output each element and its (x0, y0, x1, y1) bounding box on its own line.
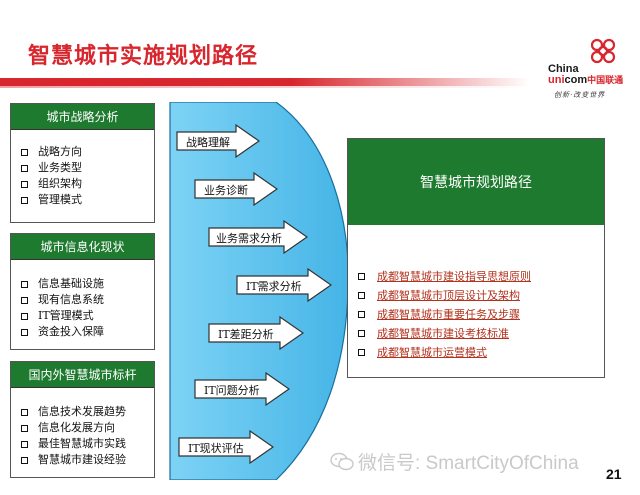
arrow-step-5 (208, 316, 304, 350)
list-item[interactable]: 成都智慧城市顶层设计及架构 (358, 286, 531, 305)
list-item: 组织架构 (21, 176, 154, 192)
list-item-link[interactable]: 成都智慧城市建设考核标准 (377, 327, 509, 340)
list-item: 信息化发展方向 (21, 420, 154, 436)
title-underline (0, 78, 530, 86)
list-item-link[interactable]: 成都智慧城市建设指导思想原则 (377, 270, 531, 283)
step-label: IT现状评估 (188, 442, 244, 455)
step-label: IT问题分析 (204, 384, 260, 397)
china-unicom-logo: China unicom中国联通 创新·改变世界 (548, 36, 638, 99)
arrow-step-2 (194, 172, 278, 206)
logo-text-com: com (564, 74, 588, 86)
panel-list: 战略方向 业务类型 组织架构 管理模式 (11, 130, 154, 208)
checkbox-icon (21, 296, 28, 304)
checkbox-icon (21, 180, 28, 188)
list-item: 信息基础设施 (21, 276, 154, 292)
list-item: 资金投入保障 (21, 324, 154, 340)
panel-list: 信息技术发展趋势 信息化发展方向 最佳智慧城市实践 智慧城市建设经验 (11, 388, 154, 468)
checkbox-icon (21, 424, 28, 432)
panel-list: 信息基础设施 现有信息系统 IT管理模式 资金投入保障 (11, 260, 154, 340)
list-item[interactable]: 成都智慧城市建设考核标准 (358, 324, 531, 343)
step-label: IT需求分析 (246, 280, 302, 293)
list-item-label: 信息基础设施 (38, 277, 104, 290)
list-item: 战略方向 (21, 144, 154, 160)
list-item: 现有信息系统 (21, 292, 154, 308)
list-item-label: 组织架构 (38, 177, 82, 190)
checkbox-icon (358, 349, 365, 356)
checkbox-icon (21, 456, 28, 464)
checkbox-icon (358, 330, 365, 337)
list-item: 最佳智慧城市实践 (21, 436, 154, 452)
list-item-link[interactable]: 成都智慧城市重要任务及步骤 (377, 308, 520, 321)
panel-city-it-status: 城市信息化现状 信息基础设施 现有信息系统 IT管理模式 资金投入保障 (10, 233, 155, 350)
checkbox-icon (21, 196, 28, 204)
arrow-step-7 (178, 430, 274, 464)
planning-path-box: 智慧城市规划路径 成都智慧城市建设指导思想原则 成都智慧城市顶层设计及架构 成都… (347, 138, 605, 378)
list-item-label: 现有信息系统 (38, 293, 104, 306)
list-item[interactable]: 成都智慧城市建设指导思想原则 (358, 267, 531, 286)
list-item: 信息技术发展趋势 (21, 404, 154, 420)
checkbox-icon (21, 148, 28, 156)
watermark-text: 微信号: SmartCityOfChina (358, 453, 579, 474)
list-item-label: 最佳智慧城市实践 (38, 437, 126, 450)
checkbox-icon (21, 408, 28, 416)
logo-text-cn: 中国联通 (587, 75, 624, 85)
list-item: 智慧城市建设经验 (21, 452, 154, 468)
list-item: 管理模式 (21, 192, 154, 208)
arrow-step-1 (176, 124, 260, 158)
arrow-step-6 (194, 372, 290, 406)
panel-title: 城市战略分析 (11, 104, 154, 130)
planning-path-title: 智慧城市规划路径 (348, 139, 604, 225)
list-item-label: 智慧城市建设经验 (38, 453, 126, 466)
list-item-label: 管理模式 (38, 193, 82, 206)
logo-wordmark: China unicom中国联通 (548, 64, 623, 86)
step-label: 业务需求分析 (216, 232, 282, 245)
china-unicom-knot-icon (590, 38, 616, 64)
page-number: 21 (606, 466, 622, 482)
checkbox-icon (358, 311, 365, 318)
page-title: 智慧城市实施规划路径 (28, 44, 259, 69)
list-item-label: 业务类型 (38, 161, 82, 174)
checkbox-icon (21, 164, 28, 172)
title-underline-thin (0, 86, 530, 88)
panel-title: 国内外智慧城市标杆 (11, 362, 154, 388)
list-item-label: 信息化发展方向 (38, 421, 115, 434)
panel-city-strategy: 城市战略分析 战略方向 业务类型 组织架构 管理模式 (10, 103, 155, 223)
wechat-icon (330, 452, 354, 470)
step-label: IT差距分析 (218, 328, 274, 341)
list-item-link[interactable]: 成都智慧城市顶层设计及架构 (377, 289, 520, 302)
panel-title: 城市信息化现状 (11, 234, 154, 260)
list-item-label: IT管理模式 (38, 309, 94, 322)
checkbox-icon (21, 280, 28, 288)
checkbox-icon (21, 328, 28, 336)
checkbox-icon (358, 273, 365, 280)
wechat-watermark: 微信号: SmartCityOfChina (330, 448, 579, 475)
arrow-step-3 (208, 220, 308, 254)
list-item-label: 资金投入保障 (38, 325, 104, 338)
list-item: IT管理模式 (21, 308, 154, 324)
panel-benchmarks: 国内外智慧城市标杆 信息技术发展趋势 信息化发展方向 最佳智慧城市实践 智慧城市… (10, 361, 155, 478)
list-item-link[interactable]: 成都智慧城市运营模式 (377, 346, 487, 359)
list-item[interactable]: 成都智慧城市重要任务及步骤 (358, 305, 531, 324)
checkbox-icon (21, 440, 28, 448)
logo-text-china: China (548, 63, 579, 75)
list-item[interactable]: 成都智慧城市运营模式 (358, 343, 531, 362)
planning-path-list: 成都智慧城市建设指导思想原则 成都智慧城市顶层设计及架构 成都智慧城市重要任务及… (358, 267, 531, 362)
step-label: 战略理解 (186, 136, 230, 149)
checkbox-icon (358, 292, 365, 299)
logo-slogan: 创新·改变世界 (554, 91, 606, 99)
list-item: 业务类型 (21, 160, 154, 176)
checkbox-icon (21, 312, 28, 320)
step-label: 业务诊断 (204, 184, 248, 197)
list-item-label: 信息技术发展趋势 (38, 405, 126, 418)
logo-text-uni: uni (548, 74, 565, 86)
arrow-step-4 (236, 268, 332, 302)
list-item-label: 战略方向 (38, 145, 82, 158)
